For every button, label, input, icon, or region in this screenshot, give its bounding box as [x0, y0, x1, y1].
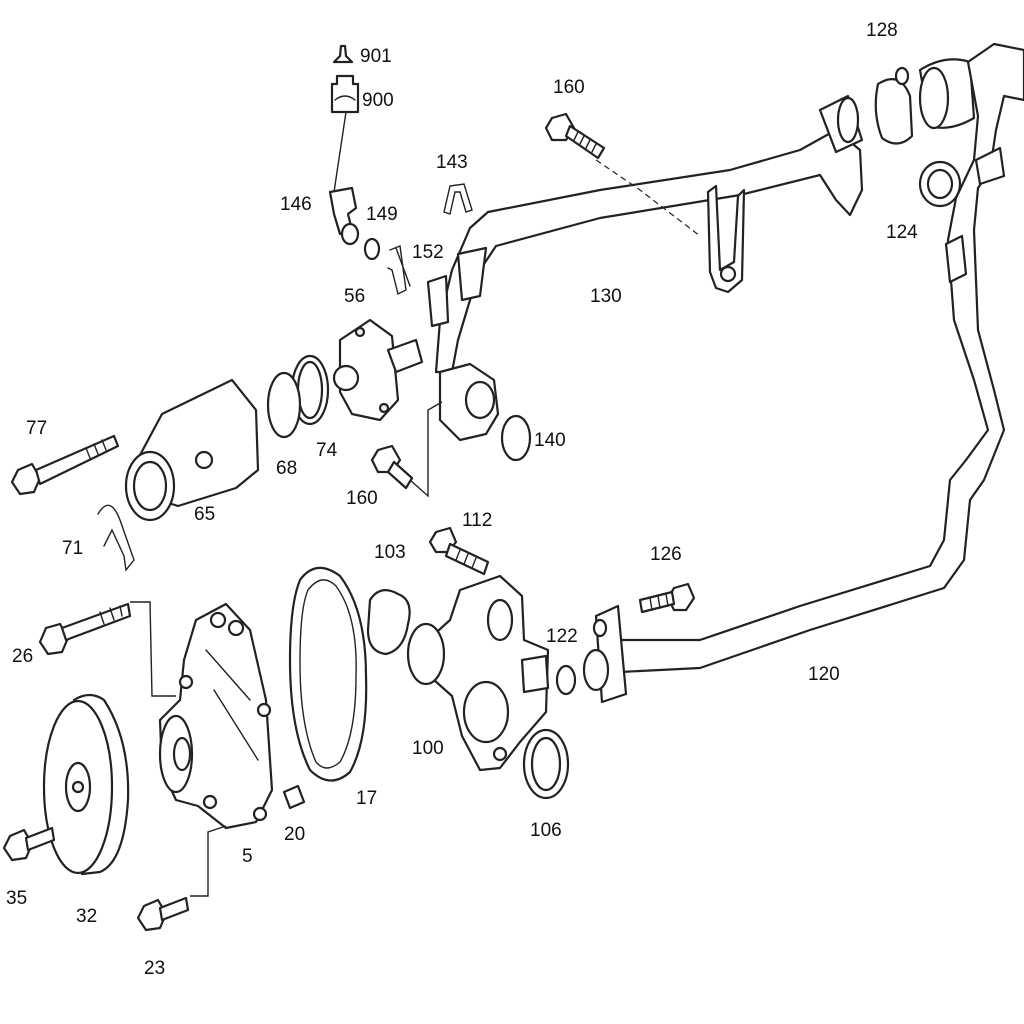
- part-122-o-ring: [555, 664, 577, 696]
- part-5-water-pump: [158, 602, 274, 830]
- callout-106: 106: [530, 820, 562, 841]
- part-140-o-ring: [500, 414, 532, 462]
- part-124-clamp: [918, 160, 962, 208]
- part-23-bolt: [136, 896, 190, 932]
- part-149-seal-ring: [363, 237, 381, 261]
- callout-112: 112: [462, 510, 492, 531]
- callout-74: 74: [316, 440, 338, 461]
- part-56-thermostat: [332, 318, 424, 422]
- callout-120: 120: [808, 664, 840, 685]
- part-900-connector: [330, 74, 360, 114]
- callout-126: 126: [650, 544, 682, 565]
- leader-23-pump: [190, 825, 227, 897]
- callout-900: 900: [362, 90, 394, 111]
- part-65-housing: [124, 378, 260, 522]
- leader-160-130: [595, 159, 701, 237]
- part-152-clip: [387, 245, 411, 296]
- part-901-cap: [332, 44, 354, 64]
- part-130-upper-pipe: [426, 94, 864, 442]
- callout-56: 56: [344, 286, 365, 307]
- leader-900-146: [333, 111, 347, 193]
- callout-23: 23: [144, 958, 165, 979]
- part-120-lower-pipe: [582, 42, 1024, 704]
- part-32-pulley: [42, 693, 130, 876]
- callout-26: 26: [12, 646, 33, 667]
- callout-122: 122: [546, 626, 578, 647]
- part-17-gasket: [288, 566, 368, 782]
- callout-20: 20: [284, 824, 305, 845]
- callout-149: 149: [366, 204, 398, 225]
- callout-17: 17: [356, 788, 377, 809]
- callout-152: 152: [412, 242, 444, 263]
- part-26-bolt: [38, 602, 132, 656]
- callout-146: 146: [280, 194, 312, 215]
- callout-901: 901: [360, 46, 392, 67]
- callout-68: 68: [276, 458, 297, 479]
- callout-124: 124: [886, 222, 918, 243]
- part-126-bolt: [638, 582, 696, 614]
- callout-130: 130: [590, 286, 622, 307]
- callout-160-lower: 160: [346, 488, 378, 509]
- part-77-bolt: [10, 434, 120, 496]
- callout-35: 35: [6, 888, 27, 909]
- callout-160-upper: 160: [553, 77, 585, 98]
- callout-32: 32: [76, 906, 97, 927]
- part-112-bolt: [428, 526, 490, 576]
- callout-128: 128: [866, 20, 898, 41]
- callout-71: 71: [62, 538, 83, 559]
- part-106-seal: [522, 728, 570, 800]
- callout-140: 140: [534, 430, 566, 451]
- callout-100: 100: [412, 738, 444, 759]
- callout-5: 5: [242, 846, 253, 867]
- part-20-dowel: [282, 784, 306, 810]
- callout-103: 103: [374, 542, 406, 563]
- part-71-clip: [97, 504, 135, 572]
- part-35-bolt: [2, 826, 56, 862]
- part-146-sensor: [328, 186, 360, 246]
- callout-65: 65: [194, 504, 215, 525]
- callout-77: 77: [26, 418, 47, 439]
- leader-160b-flange: [409, 401, 443, 498]
- leader-26-pump: [130, 601, 176, 697]
- part-68-o-ring: [266, 371, 302, 439]
- part-103-gasket: [366, 589, 411, 656]
- part-160-bolt-lower: [370, 444, 414, 490]
- part-160-bolt-upper: [544, 112, 606, 160]
- part-128-clamp: [874, 66, 914, 145]
- callout-143: 143: [436, 152, 468, 173]
- part-hose-connector: [918, 58, 976, 130]
- part-143-clip: [443, 183, 473, 215]
- part-100-outlet-housing: [406, 574, 550, 772]
